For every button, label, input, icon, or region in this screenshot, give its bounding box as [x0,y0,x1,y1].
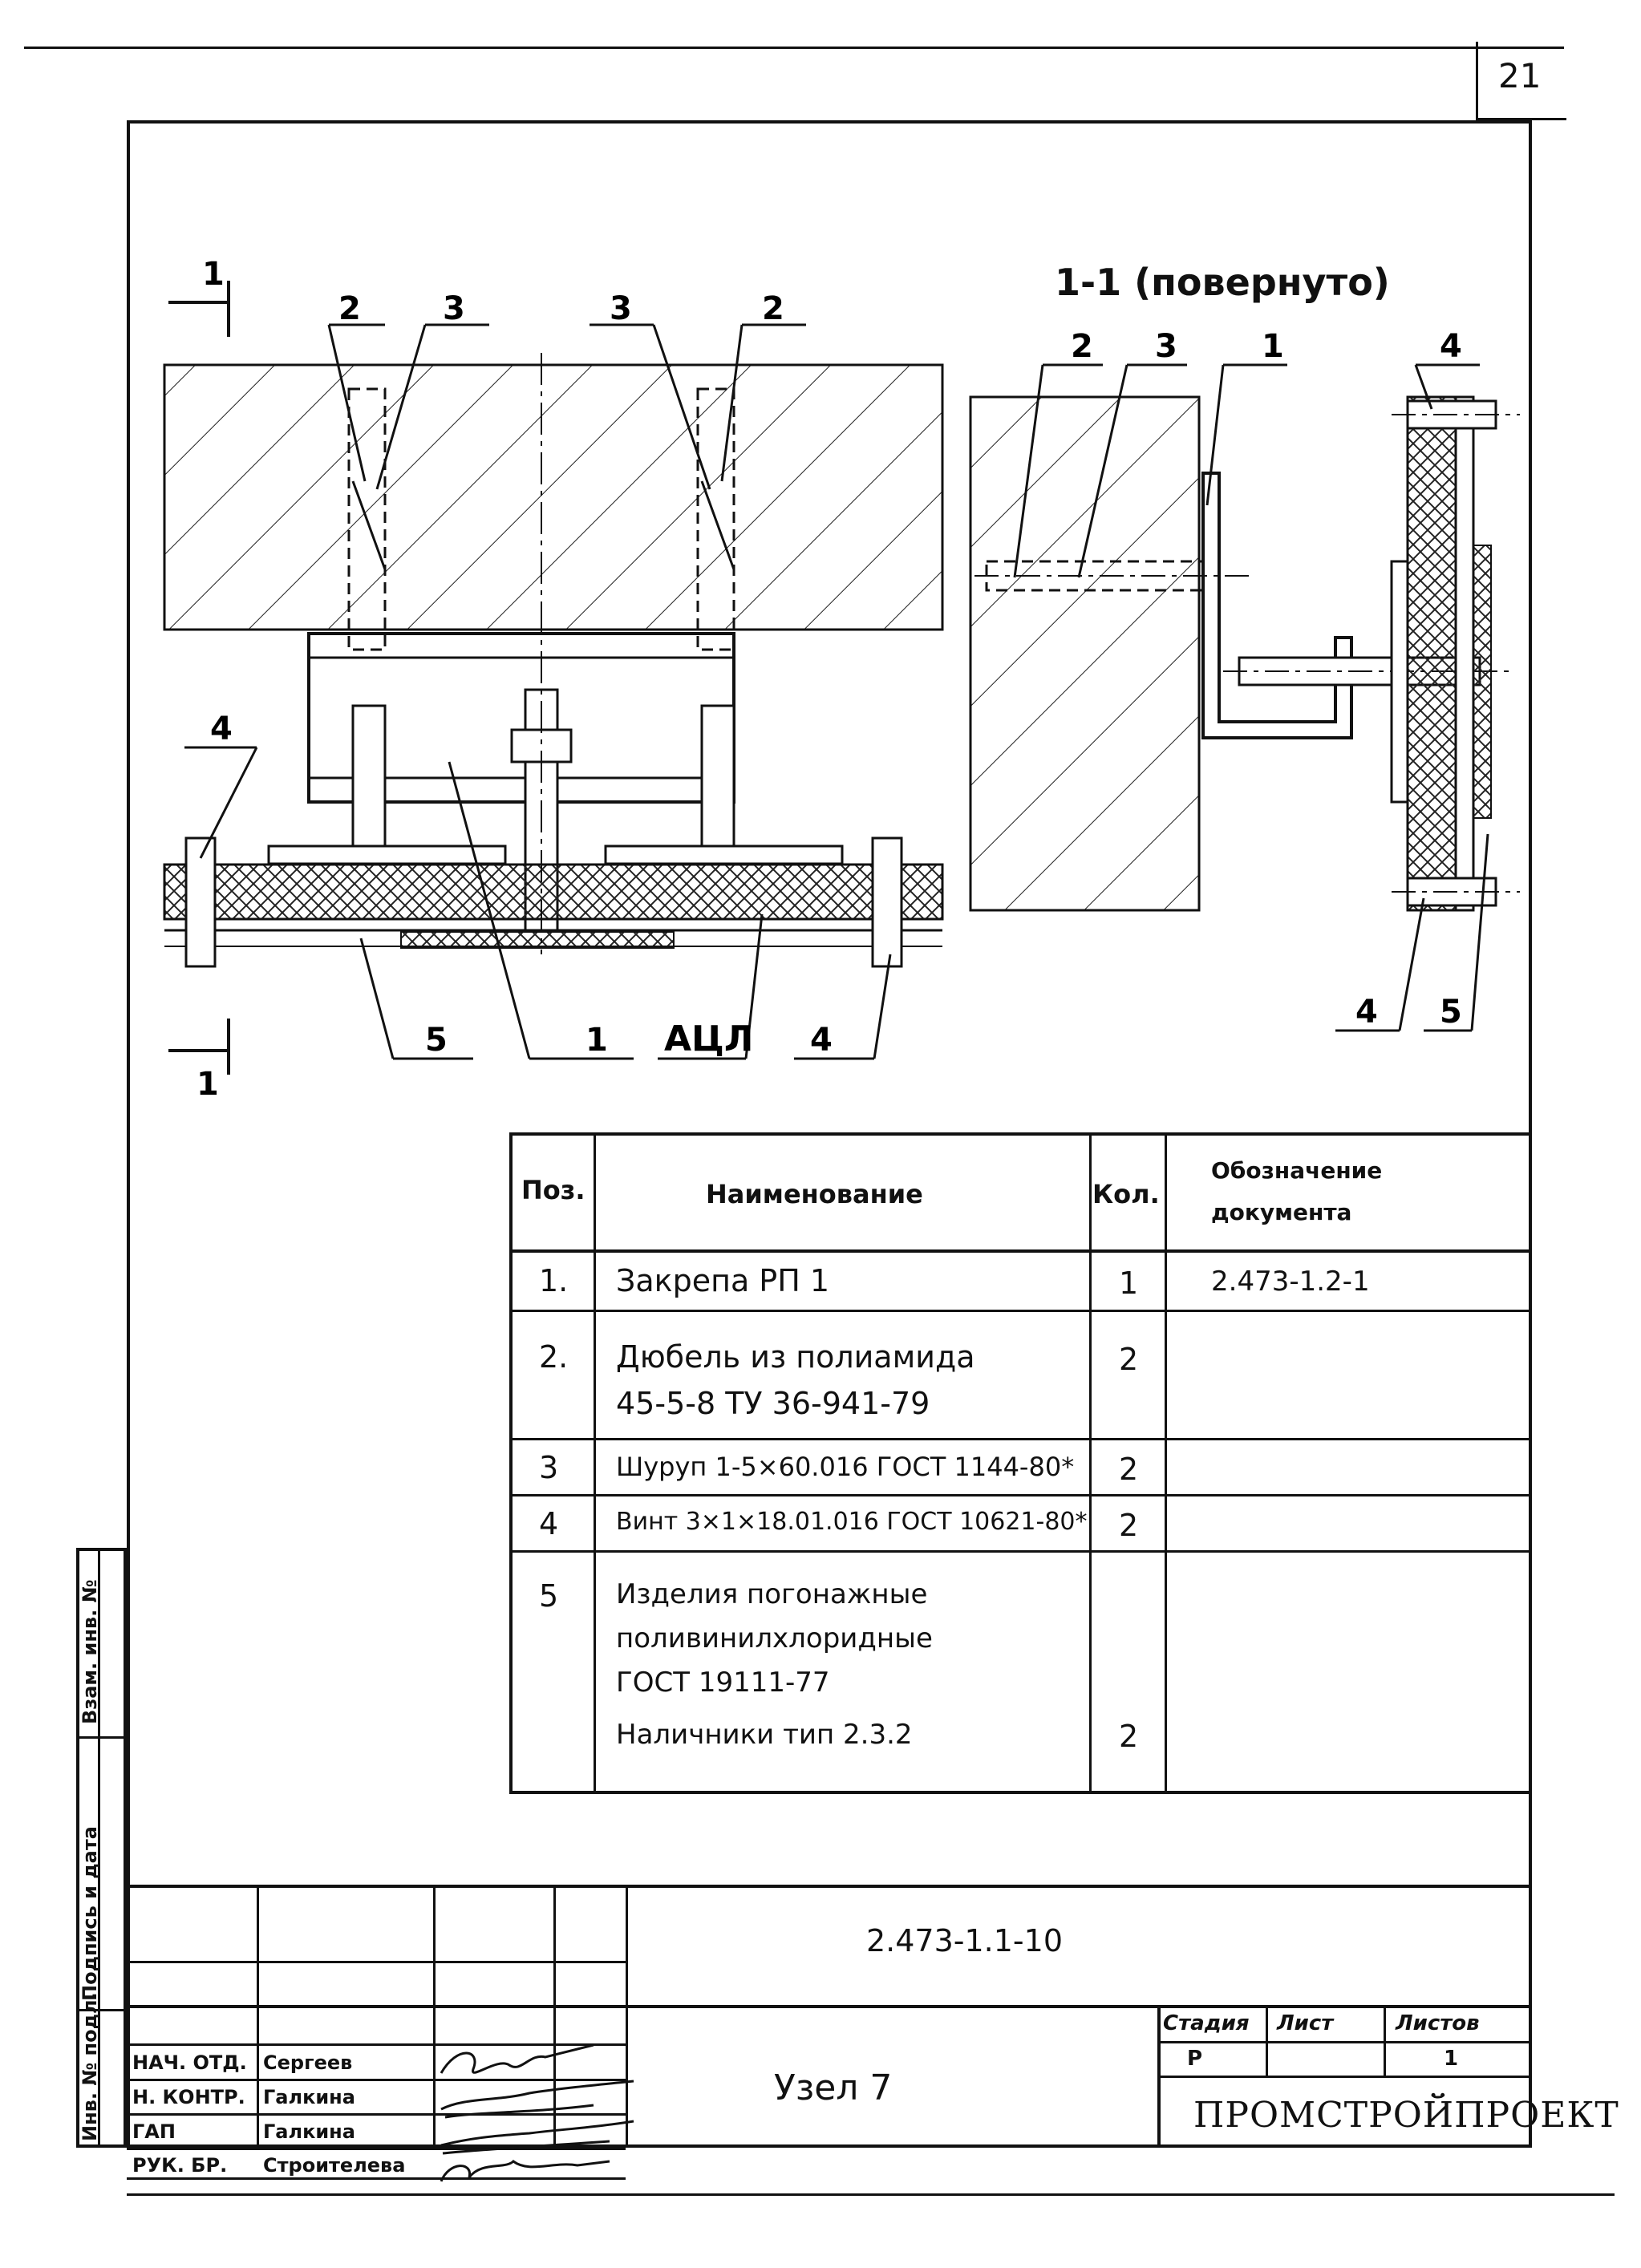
wall-section-hatch [969,395,1201,912]
th-doc-1: Обозначение [1211,1157,1383,1184]
dowel-left [347,387,387,651]
th-qty: Кол. [1092,1179,1160,1209]
row2-pos: 2. [539,1339,569,1375]
sig-role-4: РУК. БР. [132,2154,228,2177]
callout-5: 5 [425,1022,448,1059]
th-pos: Поз. [521,1175,585,1205]
callout-4b: 4 [810,1022,833,1059]
row5-pos: 5 [539,1578,559,1614]
callout-3a: 3 [443,290,465,327]
section-title: 1-1 (повернуто) [1055,261,1390,304]
row1-qty: 1 [1119,1266,1139,1301]
row5-name-3: ГОСТ 19111-77 [616,1667,830,1699]
page-number: 21 [1498,56,1542,95]
stamp-inv-orig: Инв. № подл. [79,1992,101,2141]
wall-hatch [163,363,944,631]
callout-r5: 5 [1440,994,1462,1031]
designation: 2.473-1.1-10 [866,1923,1063,1958]
sig-name-1: Сергеев [263,2051,353,2074]
organization: ПРОМСТРОЙПРОЕКТ [1193,2095,1619,2136]
bracket-section [1201,472,1353,739]
sig-role-3: ГАП [132,2120,176,2143]
callout-r1: 1 [1262,328,1284,365]
section-view-drawing: 2 3 1 4 4 5 [969,328,1520,1032]
stamp-inv-replace: Взам. инв. № [79,1579,101,1724]
callout-r4b: 4 [1355,994,1378,1031]
row5-qty: 2 [1119,1719,1139,1754]
page-number-box [1476,42,1566,120]
title-block [127,1885,1532,2151]
sig-name-2: Галкина [263,2086,355,2108]
row5-name-2: поливинилхлоридные [616,1622,933,1654]
section-mark-top: 1 [202,256,225,293]
stamp-sign-date: Подпись и дата [79,1826,101,2001]
row3-pos: 3 [539,1450,559,1485]
row2-name-2: 45-5-8 ТУ 36-941-79 [616,1386,930,1421]
trim-section [1406,395,1457,912]
side-stamp [76,1548,127,2148]
callout-3b: 3 [610,290,632,327]
row1-doc: 2.473-1.2-1 [1211,1266,1370,1298]
callout-2b: 2 [762,290,784,327]
callout-2a: 2 [338,290,361,327]
section-marker-bottom [168,1019,230,1075]
row1-name: Закрепа РП 1 [616,1263,830,1298]
row4-name: Винт 3×1×18.01.016 ГОСТ 10621-80* [616,1508,1088,1536]
section-marker-top [168,281,230,337]
spec-table [509,1132,1532,1794]
stage-value: Р [1187,2047,1203,2071]
callout-r4a: 4 [1440,328,1462,365]
row2-qty: 2 [1119,1342,1139,1377]
sheets-value: 1 [1444,2047,1459,2071]
stage-label: Стадия [1163,2011,1250,2035]
callout-r3: 3 [1155,328,1177,365]
dowel-right [696,387,735,651]
row3-name: Шуруп 1-5×60.016 ГОСТ 1144-80* [616,1452,1075,1482]
callout-1: 1 [585,1022,608,1059]
row4-pos: 4 [539,1506,559,1541]
sheet-label: Лист [1277,2011,1334,2035]
signature-scribbles [440,2043,634,2182]
row3-qty: 2 [1119,1452,1139,1487]
trim-crosshatch [163,863,944,921]
row1-pos: 1. [539,1263,569,1298]
sig-role-2: Н. КОНТР. [132,2086,245,2108]
sheets-label: Листов [1396,2011,1480,2035]
row5-name-1: Изделия погонажные [616,1578,928,1610]
callout-acl: АЦЛ [664,1019,753,1059]
screw-right [700,704,735,856]
plan-view-drawing: 2 3 3 2 4 5 1 АЦЛ 4 1 1 [163,256,944,1103]
sig-name-4: Строителева [263,2154,406,2177]
screw-left [351,704,387,856]
top-rule [24,47,1564,49]
row2-name-1: Дюбель из полиамида [616,1339,975,1375]
callout-4a: 4 [210,711,233,747]
sig-name-3: Галкина [263,2120,355,2143]
th-name: Наименование [706,1179,923,1209]
section-mark-bottom: 1 [197,1066,219,1103]
acl-strip [400,931,675,949]
bottom-rule [127,2193,1615,2196]
th-doc-2: документа [1211,1199,1352,1225]
sheet-title: Узел 7 [774,2068,893,2108]
sig-role-1: НАЧ. ОТД. [132,2051,247,2074]
callout-r2: 2 [1071,328,1093,365]
row4-qty: 2 [1119,1508,1139,1543]
row5-name-4: Наличники тип 2.3.2 [616,1719,913,1751]
